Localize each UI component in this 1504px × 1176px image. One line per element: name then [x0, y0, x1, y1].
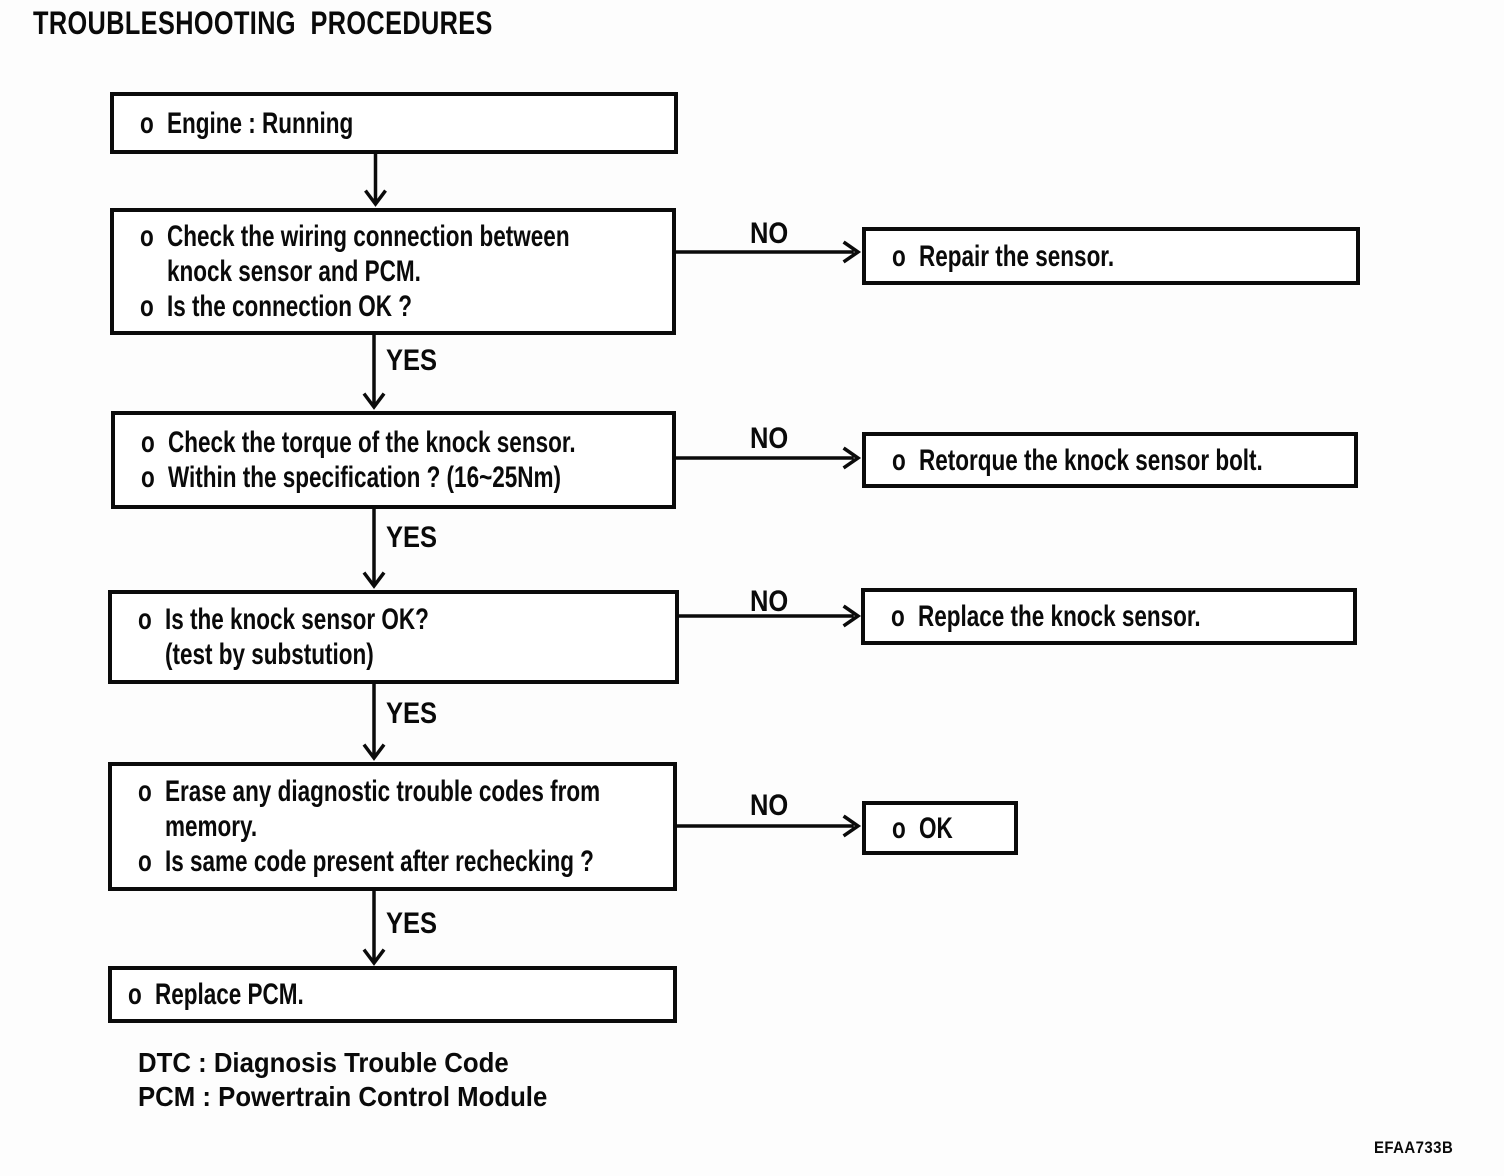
- step-box-check-torque: o Check the torque of the knock sensor. …: [111, 411, 676, 509]
- no-arrow-3: [678, 604, 862, 628]
- down-arrow-1: [364, 153, 387, 207]
- step-box-replace-pcm: o Replace PCM.: [108, 966, 677, 1023]
- step-text: Engine : Running: [167, 106, 354, 140]
- result-text: Replace the knock sensor.: [918, 600, 1201, 633]
- bullet-marker: o: [892, 811, 906, 845]
- step-text: Within the specification ? (16~25Nm): [168, 461, 561, 494]
- result-box-retorque-bolt: o Retorque the knock sensor bolt.: [862, 432, 1358, 488]
- step-text: Check the wiring connection between knoc…: [167, 220, 570, 288]
- result-item: o OK: [892, 811, 979, 846]
- figure-code: EFAA733B: [1374, 1138, 1454, 1157]
- step-box-engine-running: o Engine : Running: [110, 92, 678, 154]
- step-item: o Erase any diagnostic trouble codes fro…: [138, 774, 600, 844]
- result-text: Repair the sensor.: [919, 239, 1115, 273]
- step-item: o Check the wiring connection between kn…: [140, 219, 570, 289]
- step-item: o Is the connection OK ?: [140, 289, 535, 324]
- step-box-erase-codes: o Erase any diagnostic trouble codes fro…: [108, 762, 677, 891]
- bullet-marker: o: [138, 775, 152, 808]
- bullet-marker: o: [140, 220, 154, 253]
- bullet-marker: o: [892, 443, 906, 477]
- bullet-marker: o: [140, 106, 154, 140]
- bullet-marker: o: [141, 426, 155, 459]
- no-arrow-1: [675, 240, 862, 264]
- result-item: o Repair the sensor.: [892, 239, 1236, 274]
- step-item: o Is same code present after rechecking …: [138, 844, 594, 879]
- step-text: Replace PCM.: [155, 978, 304, 1011]
- page-title: TROUBLESHOOTING PROCEDURES: [33, 5, 493, 41]
- bullet-marker: o: [128, 978, 142, 1011]
- bullet-marker: o: [891, 600, 905, 633]
- down-arrow-2: [362, 334, 386, 410]
- result-text: Retorque the knock sensor bolt.: [919, 443, 1263, 477]
- footer-note-dtc: DTC : Diagnosis Trouble Code: [138, 1047, 509, 1078]
- result-box-ok: o OK: [862, 801, 1018, 855]
- step-text: Erase any diagnostic trouble codes from …: [165, 775, 601, 843]
- yes-label-4: YES: [386, 907, 438, 940]
- no-label-1: NO: [750, 217, 789, 250]
- bullet-marker: o: [140, 290, 154, 323]
- result-item: o Retorque the knock sensor bolt.: [892, 443, 1263, 478]
- bullet-marker: o: [141, 461, 155, 494]
- yes-label-2: YES: [386, 521, 438, 554]
- step-item: o Replace PCM.: [128, 977, 532, 1012]
- step-item: o Engine : Running: [140, 106, 536, 141]
- step-box-check-wiring: o Check the wiring connection between kn…: [110, 208, 676, 335]
- result-item: o Replace the knock sensor.: [891, 599, 1233, 634]
- step-box-sensor-ok: o Is the knock sensor OK? (test by subst…: [108, 590, 679, 684]
- no-label-3: NO: [750, 585, 789, 618]
- no-arrow-4: [676, 814, 862, 838]
- result-text: OK: [919, 811, 953, 845]
- step-item: o Is the knock sensor OK? (test by subst…: [138, 602, 536, 672]
- yes-label-1: YES: [386, 344, 438, 377]
- result-box-replace-sensor: o Replace the knock sensor.: [861, 588, 1357, 645]
- step-text: Is the connection OK ?: [167, 290, 413, 323]
- down-arrow-3: [362, 508, 386, 589]
- step-text: Check the torque of the knock sensor.: [168, 426, 576, 459]
- down-arrow-5: [362, 890, 386, 966]
- no-arrow-2: [675, 446, 862, 470]
- step-item: o Within the specification ? (16~25Nm): [141, 460, 561, 495]
- step-item: o Check the torque of the knock sensor.: [141, 425, 576, 460]
- abbreviation-notes: DTC : Diagnosis Trouble Code PCM : Power…: [138, 1046, 547, 1114]
- bullet-marker: o: [138, 845, 152, 878]
- yes-label-3: YES: [386, 697, 438, 730]
- no-label-2: NO: [750, 422, 789, 455]
- bullet-marker: o: [138, 603, 152, 636]
- footer-note-pcm: PCM : Powertrain Control Module: [138, 1081, 548, 1112]
- step-text: Is same code present after rechecking ?: [165, 845, 594, 878]
- bullet-marker: o: [892, 239, 906, 273]
- no-label-4: NO: [750, 789, 789, 822]
- result-box-repair-sensor: o Repair the sensor.: [862, 227, 1360, 285]
- down-arrow-4: [362, 683, 386, 761]
- step-text: Is the knock sensor OK? (test by substut…: [165, 603, 429, 671]
